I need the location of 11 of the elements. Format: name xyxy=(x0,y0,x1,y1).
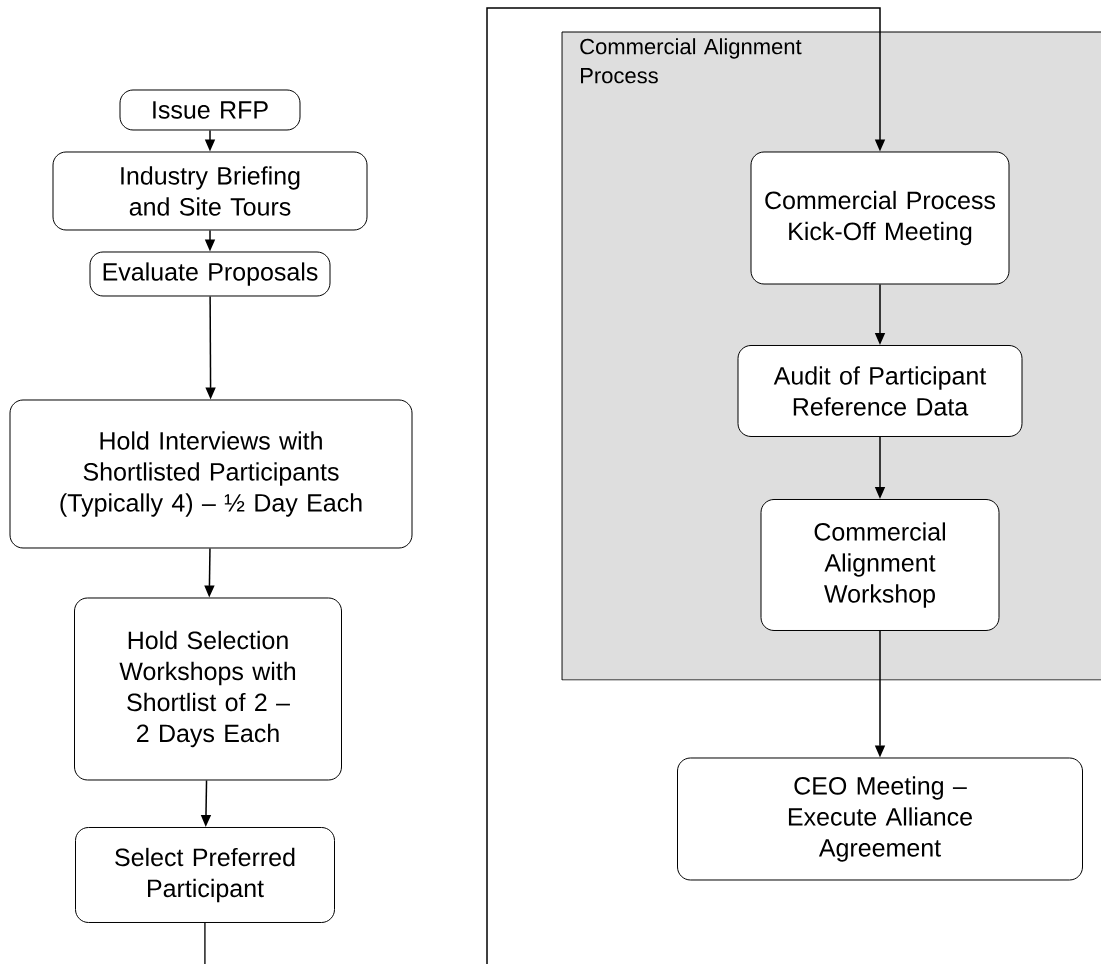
process-box: Industry Briefing and Site Tours xyxy=(52,151,368,231)
process-box: Select Preferred Participant xyxy=(75,827,335,923)
arrow xyxy=(486,7,886,964)
process-box: Hold Interviews with Shortlisted Participants (Typically 4) – ½ Day Each xyxy=(9,399,413,549)
process-box: Issue RFP xyxy=(119,89,301,131)
process-box: Audit of Participant Reference Data xyxy=(737,345,1023,437)
process-box: Evaluate Proposals xyxy=(89,251,331,297)
process-box: CEO Meeting – Execute Alliance Agreement xyxy=(677,757,1083,881)
process-box: Commercial Alignment Workshop xyxy=(760,499,1000,631)
process-box: Commercial Process Kick-Off Meeting xyxy=(750,151,1010,285)
process-box: Hold Selection Workshops with Shortlist of 2 – 2 Days Each xyxy=(74,597,342,781)
